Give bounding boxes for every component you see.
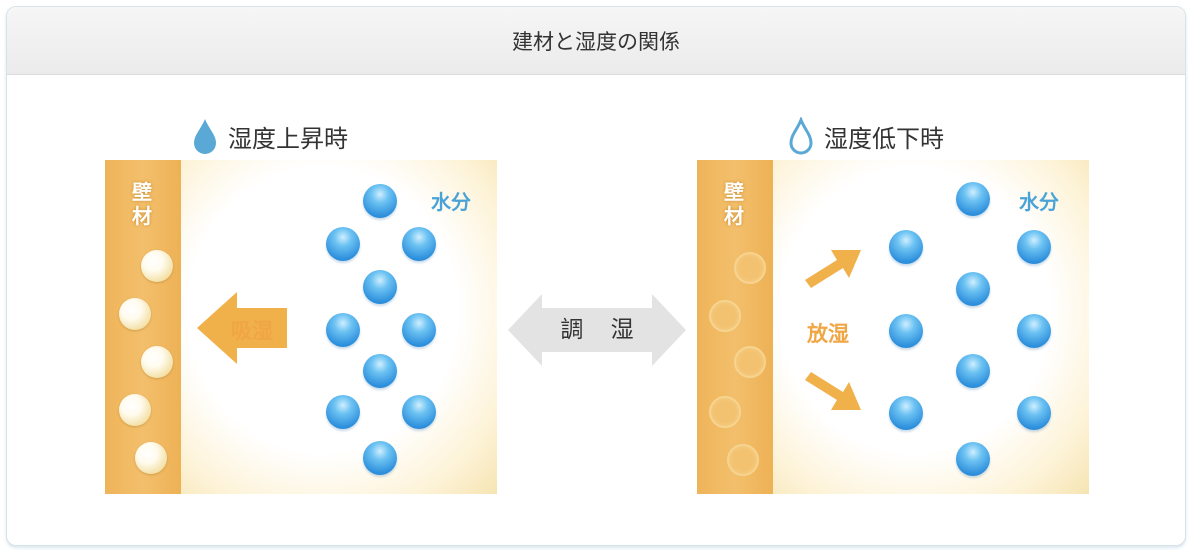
water-molecule <box>402 313 436 347</box>
double-arrow-icon <box>508 294 686 366</box>
released-moisture-ring <box>709 300 741 332</box>
water-molecule <box>1017 230 1051 264</box>
absorbed-moisture-ball <box>119 394 151 426</box>
water-molecule <box>326 227 360 261</box>
water-molecule <box>956 272 990 306</box>
absorbed-moisture-ball <box>141 250 173 282</box>
left-panel: 壁材 吸湿 水分 <box>105 160 497 494</box>
release-arrow-up-icon <box>805 250 861 288</box>
absorbed-moisture-ball <box>119 298 151 330</box>
released-moisture-ring <box>709 396 741 428</box>
water-molecule <box>1017 314 1051 348</box>
water-molecule <box>889 230 923 264</box>
water-molecule <box>889 314 923 348</box>
wall-material: 壁材 <box>105 160 181 494</box>
absorbed-moisture-ball <box>135 442 167 474</box>
water-molecule <box>363 441 397 475</box>
diagram-title: 建材と湿度の関係 <box>512 30 680 54</box>
water-molecule <box>363 184 397 218</box>
card-header: 建材と湿度の関係 <box>7 7 1185 75</box>
released-moisture-ring <box>734 252 766 284</box>
absorb-label: 吸湿 <box>231 319 273 343</box>
water-molecule <box>326 313 360 347</box>
wall-label: 壁材 <box>724 180 744 228</box>
wall-material: 壁材 <box>697 160 773 494</box>
water-molecule <box>956 442 990 476</box>
water-label: 水分 <box>431 190 471 214</box>
release-arrow-down-icon <box>805 372 861 410</box>
left-heading: 湿度上昇時 <box>192 116 348 156</box>
water-molecule <box>956 354 990 388</box>
right-panel: 壁材 放湿 水分 <box>697 160 1089 494</box>
absorb-arrow-icon <box>197 292 287 364</box>
released-moisture-ring <box>734 346 766 378</box>
water-molecule <box>956 182 990 216</box>
humidity-control-label: 調 湿 <box>560 317 644 343</box>
water-molecule <box>1017 396 1051 430</box>
water-molecule <box>889 396 923 430</box>
water-molecule <box>363 354 397 388</box>
water-molecule <box>326 395 360 429</box>
left-heading-text: 湿度上昇時 <box>228 124 348 153</box>
release-label: 放湿 <box>807 322 849 346</box>
water-label: 水分 <box>1019 190 1059 214</box>
filled-water-drop-icon <box>194 119 216 154</box>
water-molecule <box>402 227 436 261</box>
right-heading: 湿度低下時 <box>788 116 944 156</box>
absorbed-moisture-ball <box>141 346 173 378</box>
wall-label: 壁材 <box>132 180 152 228</box>
right-heading-text: 湿度低下時 <box>824 124 944 153</box>
released-moisture-ring <box>727 444 759 476</box>
outline-water-drop-icon <box>789 117 813 155</box>
water-molecule <box>363 270 397 304</box>
water-molecule <box>402 395 436 429</box>
